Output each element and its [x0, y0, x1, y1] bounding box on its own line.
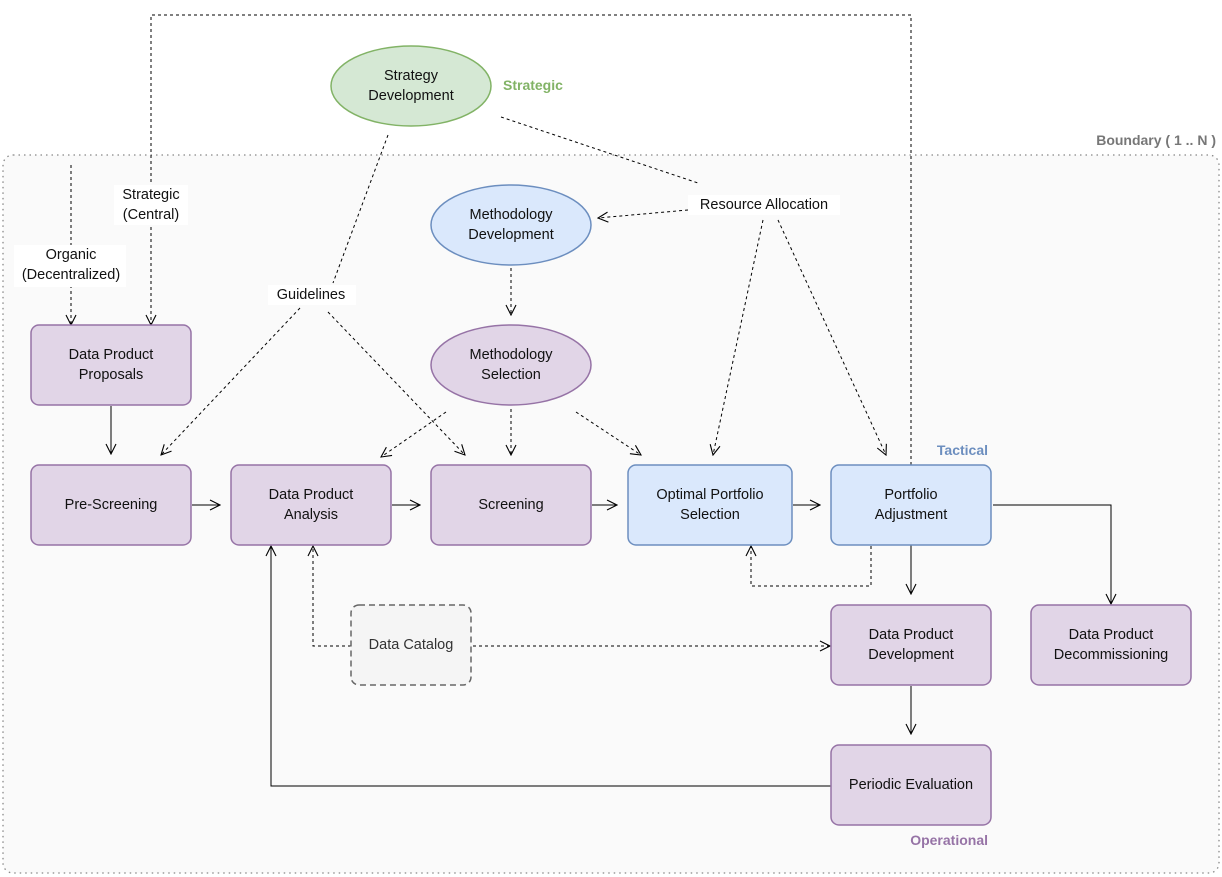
tactical-layer-label: Tactical [937, 442, 988, 458]
screening-node: Screening [430, 464, 592, 546]
label-line: Screening [478, 497, 543, 513]
label-line: Adjustment [875, 507, 948, 523]
label-line: Development [468, 227, 553, 243]
guidelines-label-bg [268, 285, 356, 305]
edge-label-backgrounds [14, 185, 840, 305]
label-line: Methodology [469, 207, 553, 223]
label-line: Data Product [269, 487, 354, 503]
label-line: Decommissioning [1054, 647, 1168, 663]
strategic-layer-label: Strategic [503, 77, 563, 93]
boundary-container: Boundary ( 1 .. N ) [2, 132, 1220, 874]
guidelines-label: Guidelines [277, 287, 346, 303]
edges [71, 14, 1111, 787]
edge-guidelines-to-prescreening [161, 307, 301, 455]
label-line: Proposals [79, 367, 143, 383]
edge-strategy-to-guidelines [332, 134, 389, 284]
screening-label: Screening [478, 497, 543, 513]
label-line: Methodology [469, 347, 553, 363]
boundary-frame [2, 154, 1220, 874]
label-line: Data Product [69, 347, 154, 363]
organic-decentralized-label-bg [14, 245, 126, 287]
strategic-central-label: Strategic (Central) [122, 187, 179, 223]
label-line: Guidelines [277, 287, 346, 303]
edge-adjustment-to-optimal-selection-loop [751, 546, 872, 587]
label-line: Data Product [1069, 627, 1154, 643]
edge-selection-to-analysis [381, 411, 447, 457]
periodic-evaluation-label: Periodic Evaluation [849, 777, 973, 793]
edge-selection-to-optimal-selection [575, 411, 641, 455]
edge-resource-to-optimal-selection [713, 219, 764, 455]
label-line: Development [368, 88, 453, 104]
label-line: Resource Allocation [700, 197, 828, 213]
label-line: Development [868, 647, 953, 663]
label-line: Optimal Portfolio [656, 487, 763, 503]
edge-strategy-to-resource-allocation [500, 116, 699, 184]
label-line: Analysis [284, 507, 338, 523]
edge-catalog-to-analysis [313, 546, 351, 647]
edge-adjustment-feedback-to-central [151, 14, 912, 465]
label-line: Organic [46, 247, 97, 263]
boundary-label: Boundary ( 1 .. N ) [1096, 132, 1216, 148]
data-catalog-node: Data Catalog [350, 604, 472, 686]
data-catalog-label: Data Catalog [369, 637, 454, 653]
organic-decentralized-label: Organic (Decentralized) [22, 247, 120, 283]
edge-adjustment-to-decommissioning [993, 504, 1111, 604]
label-line: Strategic [122, 187, 179, 203]
label-line: Strategy [384, 68, 439, 84]
label-line: Periodic Evaluation [849, 777, 973, 793]
label-line: (Decentralized) [22, 267, 120, 283]
pre-screening-label: Pre-Screening [65, 497, 158, 513]
strategic-central-label-bg [114, 185, 188, 225]
edge-evaluation-to-analysis [271, 546, 831, 787]
label-line: Selection [481, 367, 541, 383]
label-line: Data Product [869, 627, 954, 643]
label-line: Data Catalog [369, 637, 454, 653]
pre-screening-node: Pre-Screening [30, 464, 192, 546]
label-line: Selection [680, 507, 740, 523]
resource-allocation-label: Resource Allocation [700, 197, 828, 213]
operational-layer-label: Operational [910, 832, 988, 848]
edge-labels: Resource Allocation Guidelines Strategic… [22, 187, 828, 303]
label-line: Portfolio [884, 487, 937, 503]
resource-allocation-label-bg [688, 195, 840, 215]
label-line: Pre-Screening [65, 497, 158, 513]
edge-resource-to-adjustment [777, 219, 886, 455]
label-line: (Central) [123, 207, 179, 223]
periodic-evaluation-node: Periodic Evaluation [830, 744, 992, 826]
